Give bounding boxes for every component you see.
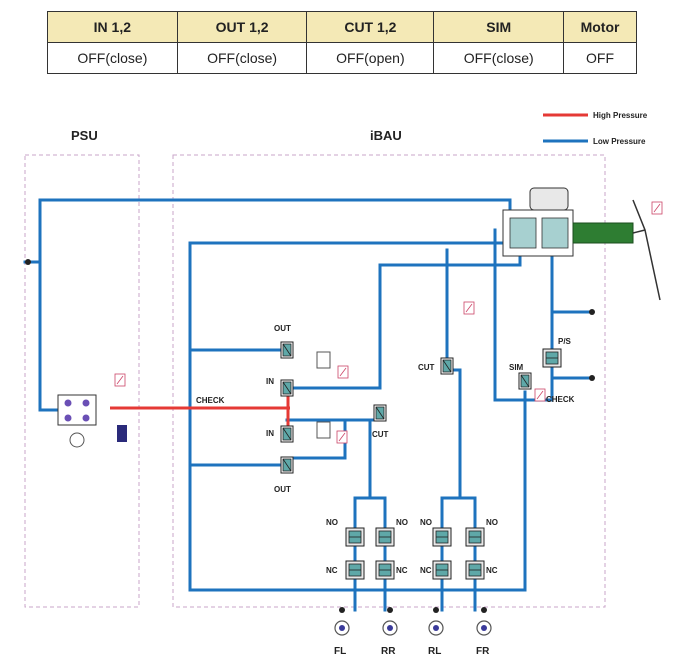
- label-no-2: NO: [396, 518, 408, 527]
- wheel-label-fl: FL: [334, 646, 346, 657]
- nc-valve-3: [432, 560, 452, 580]
- wheel-label-fr: FR: [476, 646, 490, 657]
- no-valve-4: [465, 527, 485, 547]
- wheel-label-rl: RL: [428, 646, 441, 657]
- out-valve-bottom: [280, 456, 294, 474]
- table-cell: OFF(close): [433, 42, 565, 74]
- label-no-1: NO: [326, 518, 338, 527]
- brake-pedal: [572, 199, 663, 301]
- in-valve-top: [280, 379, 294, 397]
- label-in-top: IN: [266, 377, 274, 386]
- label-no-3: NO: [420, 518, 432, 527]
- no-valve-1: [345, 527, 365, 547]
- high-pressure-lines: [110, 385, 290, 440]
- no-valve-3: [432, 527, 452, 547]
- table-cell: OFF(open): [306, 42, 435, 74]
- table-header: SIM: [433, 11, 565, 43]
- ps-sensor-valve: [542, 348, 562, 368]
- label-sim: SIM: [509, 363, 524, 372]
- table-header-row: IN 1,2 OUT 1,2 CUT 1,2 SIM Motor: [47, 11, 637, 43]
- cut-valve-mid: [373, 404, 387, 422]
- label-out-top: OUT: [274, 324, 291, 333]
- sim-valve: [518, 372, 532, 390]
- label-nc-3: NC: [420, 566, 432, 575]
- label-no-4: NO: [486, 518, 498, 527]
- label-nc-4: NC: [486, 566, 498, 575]
- wheel-rr-icon: [382, 620, 398, 636]
- nc-valve-1: [345, 560, 365, 580]
- table-header: IN 1,2: [47, 11, 178, 43]
- psu-title: PSU: [71, 128, 98, 143]
- ibau-block: [172, 154, 606, 608]
- high-pressure-label: High Pressure: [593, 111, 648, 120]
- cut-valve-right: [440, 357, 454, 375]
- label-cut-right: CUT: [418, 363, 435, 372]
- motor-assembly: [502, 187, 574, 257]
- junctions: [25, 259, 595, 613]
- nc-valve-2: [375, 560, 395, 580]
- accumulators: [316, 351, 331, 439]
- table-header: Motor: [563, 11, 637, 43]
- table-row: OFF(close) OFF(close) OFF(open) OFF(clos…: [47, 42, 637, 74]
- label-check-left: CHECK: [196, 396, 225, 405]
- table-cell: OFF(close): [47, 42, 178, 74]
- wheel-fr-icon: [476, 620, 492, 636]
- table-cell: OFF: [563, 42, 637, 74]
- label-nc-2: NC: [396, 566, 408, 575]
- reservoir: [57, 373, 127, 448]
- label-check-right: CHECK: [546, 395, 575, 404]
- label-out-bottom: OUT: [274, 485, 291, 494]
- nc-valve-4: [465, 560, 485, 580]
- wheel-rl-icon: [428, 620, 444, 636]
- table-cell: OFF(close): [176, 42, 308, 74]
- low-pressure-label: Low Pressure: [593, 137, 646, 146]
- no-valve-2: [375, 527, 395, 547]
- legend: High Pressure Low Pressure: [543, 111, 648, 146]
- wheel-fl-icon: [334, 620, 350, 636]
- label-in-bottom: IN: [266, 429, 274, 438]
- ibau-title: iBAU: [370, 128, 402, 143]
- label-ps: P/S: [558, 337, 572, 346]
- wheel-label-rr: RR: [381, 646, 396, 657]
- low-pressure-lines: [23, 198, 592, 612]
- in-valve-bottom: [280, 425, 294, 443]
- out-valve-top: [280, 341, 294, 359]
- label-cut-mid: CUT: [372, 430, 389, 439]
- psu-block: [24, 154, 140, 608]
- valve-state-table: IN 1,2 OUT 1,2 CUT 1,2 SIM Motor OFF(clo…: [47, 11, 637, 74]
- label-nc-1: NC: [326, 566, 338, 575]
